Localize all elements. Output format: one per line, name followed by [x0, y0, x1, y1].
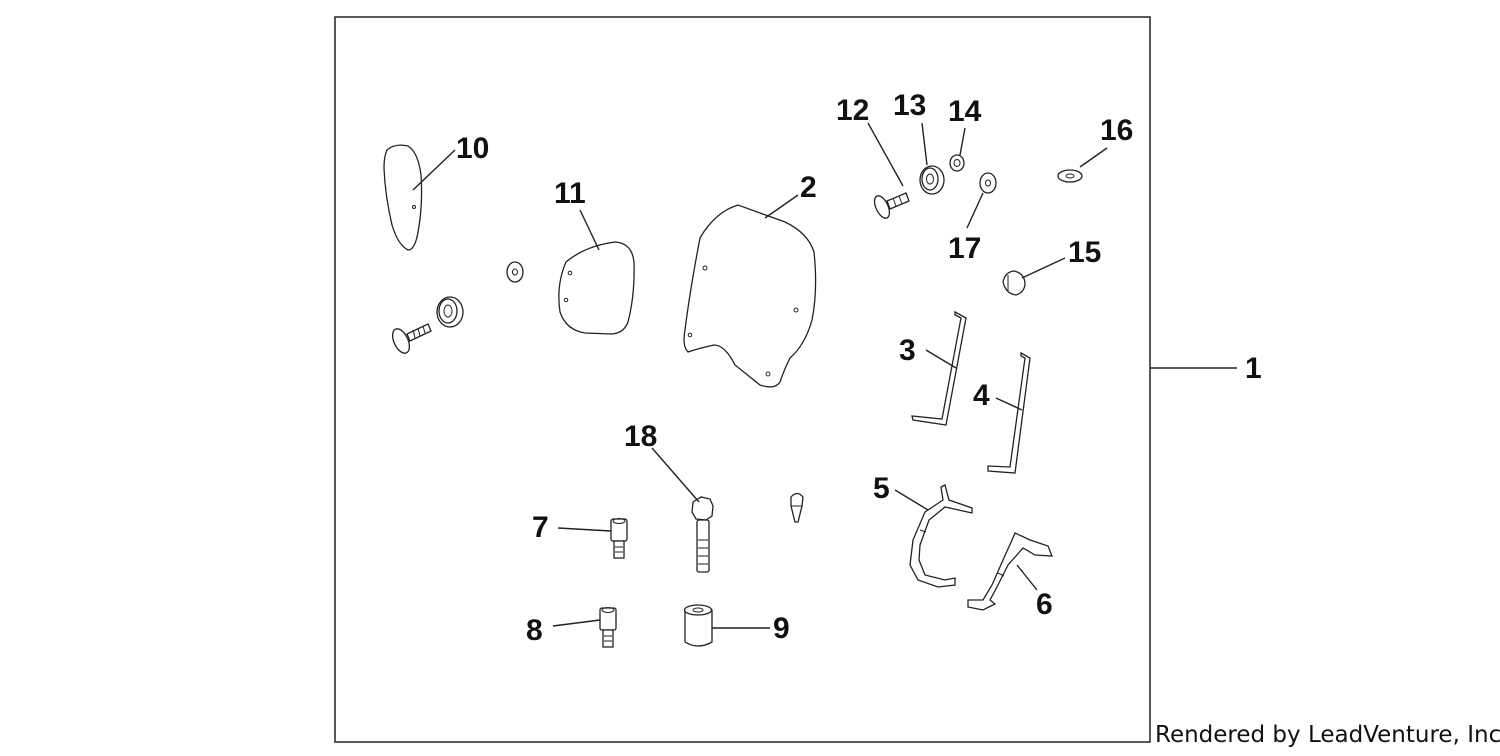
- leader-13: [921, 122, 928, 166]
- part-2-hole-d: [687, 332, 693, 338]
- part-washer-left[interactable]: [506, 261, 524, 283]
- part-3-rod[interactable]: [911, 310, 967, 426]
- callout-11[interactable]: 11: [554, 177, 586, 210]
- callout-13[interactable]: 13: [893, 89, 926, 122]
- leader-3: [925, 349, 957, 369]
- leader-18: [651, 447, 700, 503]
- leader-14: [959, 127, 966, 156]
- part-13-grommet[interactable]: [919, 165, 945, 195]
- part-10-hole: [412, 205, 416, 209]
- callout-14[interactable]: 14: [948, 95, 982, 128]
- part-2-hole-a: [702, 265, 708, 271]
- part-2-hole-b: [793, 307, 799, 313]
- callout-2[interactable]: 2: [800, 171, 817, 204]
- part-9-collar[interactable]: [683, 604, 713, 647]
- leader-8: [552, 619, 601, 627]
- part-17-washer[interactable]: [979, 172, 997, 194]
- part-washer-left-hole: [512, 268, 518, 276]
- leader-12: [867, 122, 904, 187]
- part-11-deflector-panel[interactable]: [558, 241, 635, 335]
- callout-12[interactable]: 12: [836, 94, 869, 127]
- leader-15: [1021, 257, 1066, 279]
- callout-17[interactable]: 17: [948, 232, 981, 265]
- part-6-bracket[interactable]: [967, 532, 1053, 611]
- diagram-frame: [334, 16, 1151, 743]
- part-5-bracket[interactable]: [909, 484, 973, 588]
- part-15-cap-nut[interactable]: [1002, 270, 1026, 296]
- leader-10: [412, 149, 456, 191]
- callout-3[interactable]: 3: [899, 334, 916, 367]
- callout-15[interactable]: 15: [1068, 236, 1101, 269]
- callout-16[interactable]: 16: [1100, 114, 1133, 147]
- part-8-spacer[interactable]: [599, 607, 617, 648]
- part-7-spacer[interactable]: [610, 518, 628, 559]
- callout-9[interactable]: 9: [773, 612, 790, 645]
- callout-18[interactable]: 18: [624, 420, 657, 453]
- part-12-screw[interactable]: [871, 192, 910, 220]
- part-11-hole-b: [563, 297, 569, 303]
- part-screw-left[interactable]: [389, 323, 432, 356]
- part-plug[interactable]: [790, 492, 804, 523]
- callout-1[interactable]: 1: [1245, 352, 1262, 385]
- part-16-flat-washer[interactable]: [1057, 169, 1083, 183]
- part-2-hole-c: [765, 371, 771, 377]
- part-10-visor-shield[interactable]: [383, 144, 423, 251]
- leader-4: [995, 397, 1023, 411]
- leader-2: [764, 194, 799, 219]
- part-4-rod[interactable]: [987, 351, 1031, 474]
- leader-7: [557, 527, 612, 532]
- leader-16: [1079, 147, 1108, 168]
- callout-5[interactable]: 5: [873, 472, 890, 505]
- leader-5: [894, 489, 929, 511]
- leader-6: [1016, 564, 1038, 591]
- callout-7[interactable]: 7: [532, 511, 549, 544]
- callout-4[interactable]: 4: [973, 379, 990, 412]
- callout-10[interactable]: 10: [456, 132, 489, 165]
- part-14-nut[interactable]: [949, 154, 965, 172]
- callout-6[interactable]: 6: [1036, 588, 1053, 621]
- part-grommet-left[interactable]: [436, 296, 464, 328]
- callout-8[interactable]: 8: [526, 614, 543, 647]
- leader-11: [579, 209, 600, 251]
- part-18-bolt[interactable]: [691, 496, 714, 573]
- leader-17: [966, 192, 984, 229]
- render-credit: Rendered by LeadVenture, Inc.: [1155, 722, 1500, 748]
- part-2-windscreen[interactable]: [683, 204, 817, 388]
- part-11-hole-a: [567, 270, 573, 276]
